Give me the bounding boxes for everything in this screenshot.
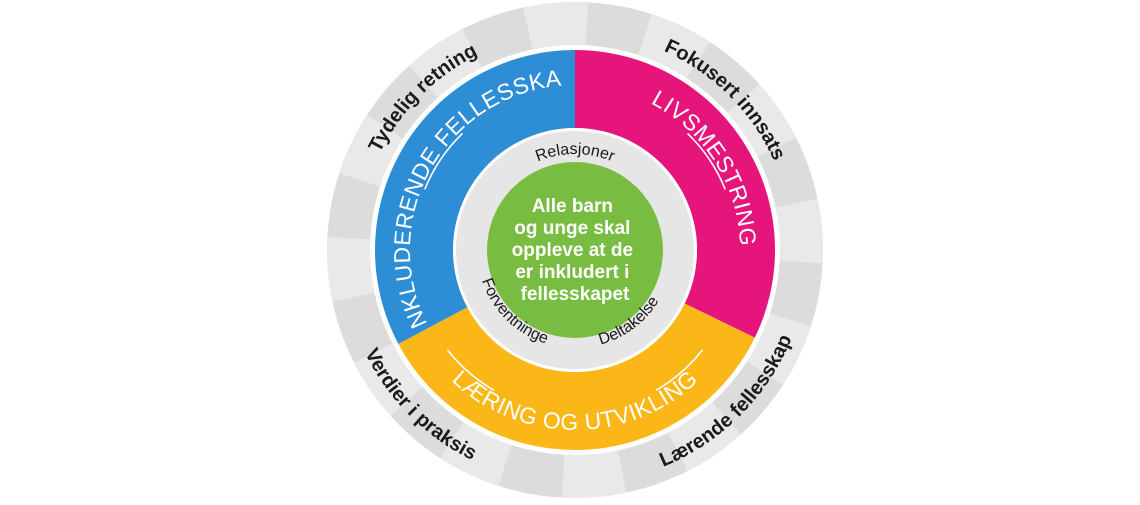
center-circle <box>487 162 663 338</box>
center-text-line: Alle barn <box>532 196 613 217</box>
outer-ring-segment <box>668 402 741 471</box>
outer-ring-segment <box>409 29 482 98</box>
outer-ring-segment <box>746 313 811 386</box>
outer-ring-segment <box>523 2 588 50</box>
outer-ring-segment <box>354 343 423 416</box>
band-connector-line <box>655 349 704 391</box>
outer-ring-segment <box>439 421 512 486</box>
outer-ring-segment <box>326 237 375 302</box>
band-connector-line <box>686 132 726 190</box>
center-text-line: fellesskapet <box>521 284 630 305</box>
center-text-line: og unge skal <box>514 218 630 239</box>
color-bands <box>375 50 775 450</box>
band-inkluderende <box>375 50 575 344</box>
band-connector-line <box>424 132 464 190</box>
center-text: Alle barn og unge skal oppleve at de er … <box>512 196 639 305</box>
band-livsmestring <box>575 50 775 338</box>
center-text-line: oppleve at de <box>512 240 633 261</box>
outer-ring-segment <box>775 198 823 263</box>
band-laering <box>398 303 755 450</box>
outer-ring-segment <box>727 84 796 157</box>
outer-ring-segment <box>339 114 404 187</box>
band-connector-line <box>446 349 495 391</box>
outer-ring-segment <box>562 450 627 498</box>
center-text-line: er inkludert i <box>515 262 629 283</box>
outer-ring-segment <box>638 14 711 79</box>
